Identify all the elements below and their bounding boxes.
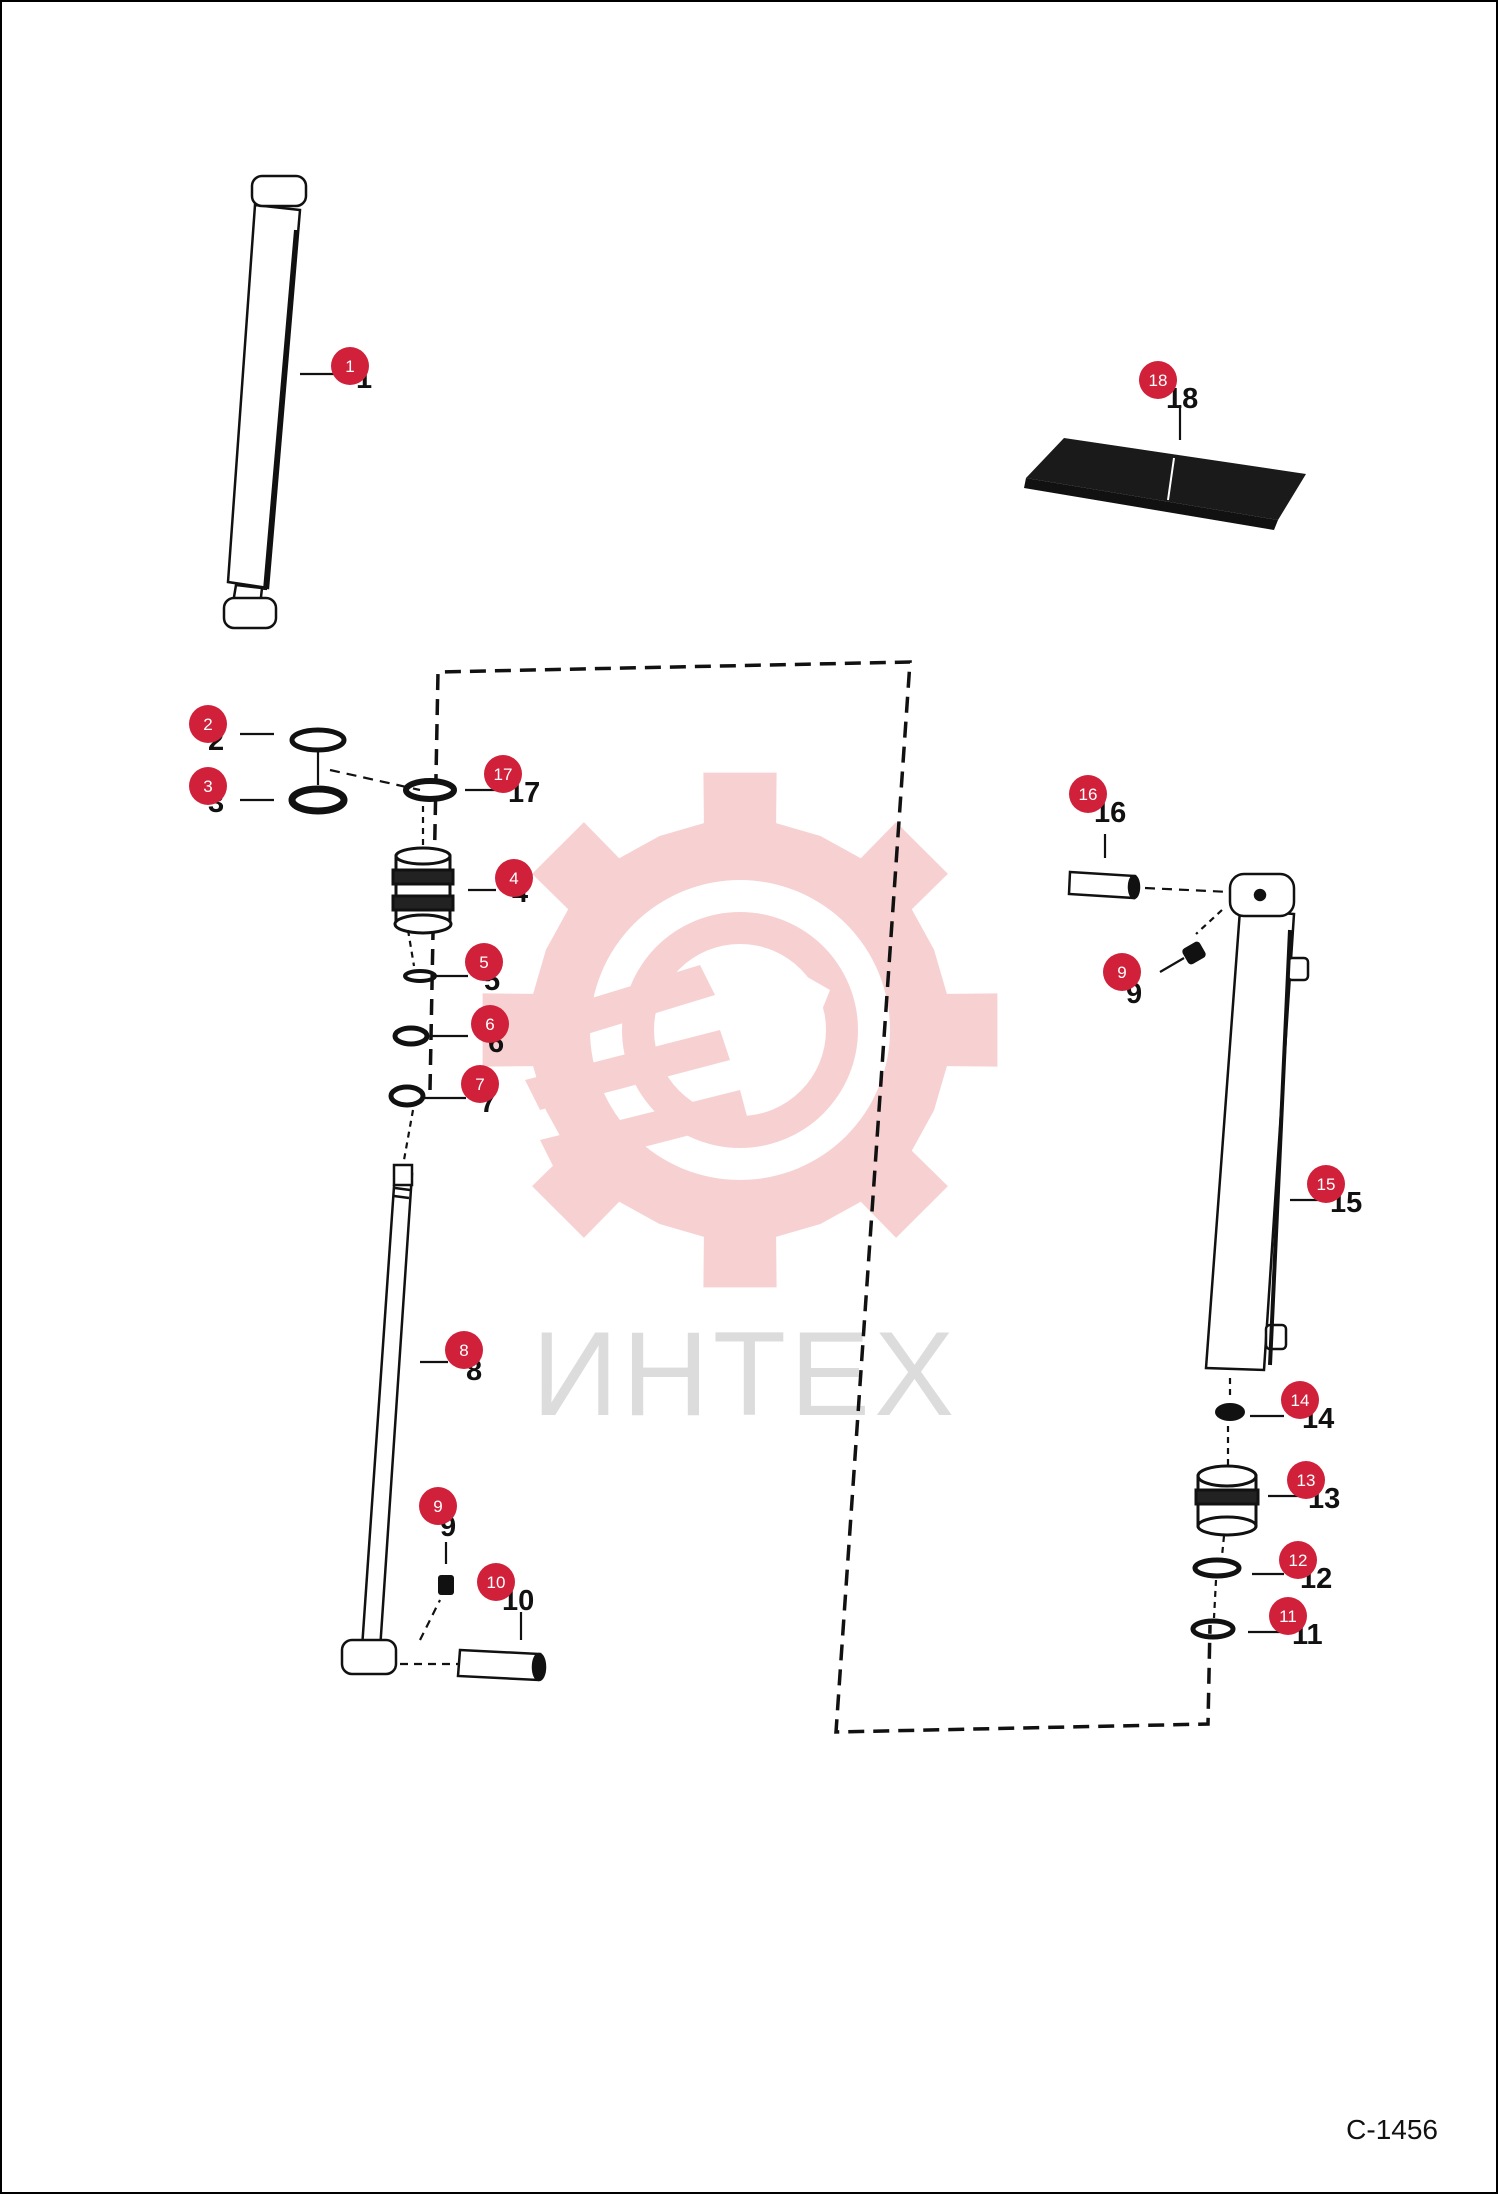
callout-badge-12 bbox=[1279, 1541, 1317, 1579]
part-9-fitting-right bbox=[1182, 941, 1206, 965]
callout-badge-label-14: 14 bbox=[1291, 1391, 1310, 1410]
part-17-ring bbox=[403, 778, 457, 802]
callout-badge-17 bbox=[484, 755, 522, 793]
callout-9b: 99 bbox=[1103, 953, 1142, 1010]
callout-8: 88 bbox=[445, 1331, 483, 1387]
part-3-washer bbox=[288, 785, 348, 815]
callout-badge-label-12: 12 bbox=[1289, 1551, 1308, 1570]
callout-badge-9b bbox=[1103, 953, 1141, 991]
callout-badge-label-10: 10 bbox=[487, 1573, 506, 1592]
callout-2: 22 bbox=[189, 705, 227, 757]
part-4-gland bbox=[391, 846, 455, 935]
callout-badge-2 bbox=[189, 705, 227, 743]
part-12-seal bbox=[1192, 1557, 1242, 1579]
callout-badge-13 bbox=[1287, 1461, 1325, 1499]
callout-badge-label-7: 7 bbox=[475, 1075, 484, 1094]
callout-badge-5 bbox=[465, 943, 503, 981]
part-6-backup-ring bbox=[392, 1025, 430, 1047]
part-14-nut bbox=[1215, 1403, 1245, 1421]
part-8-rod bbox=[340, 1163, 414, 1676]
callout-badge-label-13: 13 bbox=[1297, 1471, 1316, 1490]
drawing-code: C-1456 bbox=[1346, 2114, 1438, 2145]
callout-badge-label-11: 11 bbox=[1279, 1607, 1297, 1626]
callout-4: 44 bbox=[495, 859, 533, 909]
callout-badge-label-2: 2 bbox=[203, 715, 212, 734]
callout-badge-label-17: 17 bbox=[494, 765, 513, 784]
callout-badge-label-8: 8 bbox=[459, 1341, 468, 1360]
callout-badge-label-9b: 9 bbox=[1117, 963, 1126, 982]
callout-7: 77 bbox=[461, 1065, 499, 1119]
callout-badges: 1122334455667788991010171718181616991515… bbox=[189, 347, 1362, 1651]
callout-1: 11 bbox=[331, 347, 372, 395]
callout-badge-15 bbox=[1307, 1165, 1345, 1203]
part-9-fitting-left bbox=[438, 1575, 454, 1595]
callout-badge-6 bbox=[471, 1005, 509, 1043]
part-13-piston bbox=[1194, 1464, 1260, 1537]
watermark-gear-logo bbox=[482, 772, 998, 1288]
part-15-barrel bbox=[1204, 872, 1310, 1372]
callout-badge-3 bbox=[189, 767, 227, 805]
callout-badge-label-6: 6 bbox=[485, 1015, 494, 1034]
callout-badge-18 bbox=[1139, 361, 1177, 399]
callout-badge-label-18: 18 bbox=[1149, 371, 1168, 390]
callout-badge-label-1: 1 bbox=[345, 357, 354, 376]
callout-badge-16 bbox=[1069, 775, 1107, 813]
callout-5: 55 bbox=[465, 943, 503, 997]
callout-badge-label-3: 3 bbox=[203, 777, 212, 796]
part-11-ring bbox=[1190, 1618, 1236, 1640]
part-16-pin bbox=[1067, 870, 1141, 900]
watermark-text: ИНТЕХ bbox=[532, 1307, 958, 1441]
leader-lines bbox=[240, 372, 1318, 1666]
callout-badge-11 bbox=[1269, 1597, 1307, 1635]
part-5-oring bbox=[403, 969, 437, 983]
callout-badge-8 bbox=[445, 1331, 483, 1369]
callout-badge-14 bbox=[1281, 1381, 1319, 1419]
part-1-cylinder-assembly bbox=[222, 174, 308, 630]
callout-badge-label-5: 5 bbox=[479, 953, 488, 972]
callout-badge-7 bbox=[461, 1065, 499, 1103]
part-2-washer bbox=[289, 727, 347, 753]
callout-badge-label-16: 16 bbox=[1079, 785, 1098, 804]
callout-3: 33 bbox=[189, 767, 227, 819]
callout-badge-1 bbox=[331, 347, 369, 385]
callout-badge-label-4: 4 bbox=[509, 869, 518, 888]
callout-badge-10 bbox=[477, 1563, 515, 1601]
part-18-wear-pad bbox=[1024, 438, 1306, 530]
dashed-assembly-outline bbox=[428, 660, 1212, 1734]
part-10-pin bbox=[456, 1648, 547, 1682]
callout-badge-label-9a: 9 bbox=[433, 1497, 442, 1516]
callout-6: 66 bbox=[471, 1005, 509, 1059]
callout-badge-9a bbox=[419, 1487, 457, 1525]
callout-badge-label-15: 15 bbox=[1317, 1175, 1336, 1194]
part-7-seal bbox=[388, 1084, 426, 1108]
callout-badge-4 bbox=[495, 859, 533, 897]
callout-9a: 99 bbox=[419, 1487, 457, 1543]
